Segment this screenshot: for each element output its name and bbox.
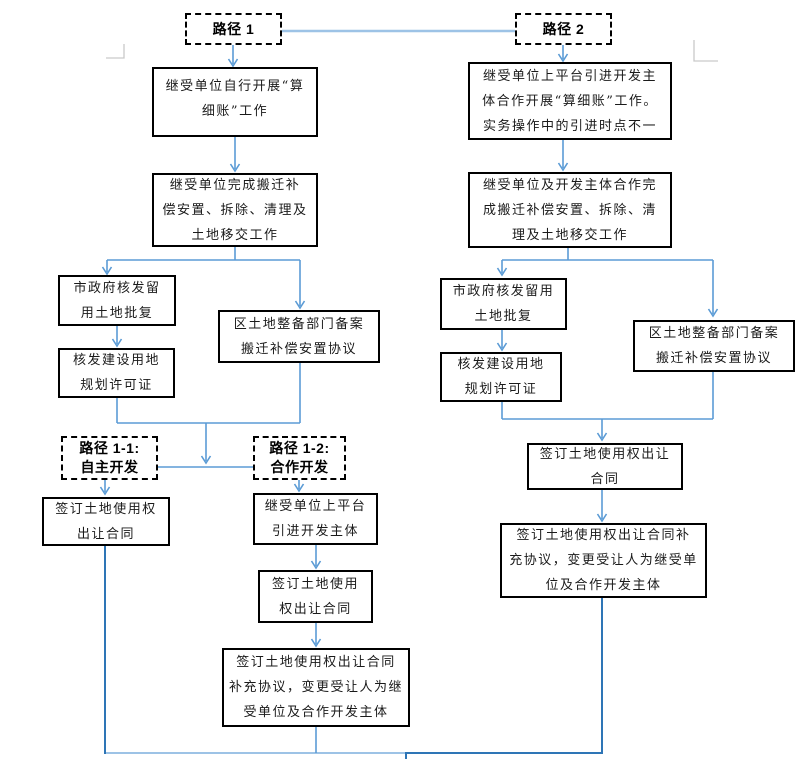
p2-land-contract-box: 签订土地使用权出让 合同 xyxy=(527,443,683,490)
path-1-2-label: 路径 1-2: 合作开发 xyxy=(253,436,346,480)
p1-planning-permit-box: 核发建设用地 规划许可证 xyxy=(58,348,175,398)
path-2-label: 路径 2 xyxy=(515,13,612,45)
p2-planning-permit-box: 核发建设用地 规划许可证 xyxy=(440,352,562,402)
p12-platform-developer-box: 继受单位上平台 引进开发主体 xyxy=(253,493,378,545)
p2-district-filing-box: 区土地整备部门备案 搬迁补偿安置协议 xyxy=(633,320,795,372)
path-1-label: 路径 1 xyxy=(185,13,282,45)
p1-district-filing-box: 区土地整备部门备案 搬迁补偿安置协议 xyxy=(218,310,380,363)
p12-supplement-agreement-box: 签订土地使用权出让合同 补充协议，变更受让人为继 受单位及合作开发主体 xyxy=(222,648,410,727)
p1-self-accounting-box: 继受单位自行开展“算 细账”工作 xyxy=(152,67,318,137)
p2-city-land-approval-box: 市政府核发留用 土地批复 xyxy=(440,278,567,330)
page-corner-marks xyxy=(106,40,718,62)
path-1-1-label: 路径 1-1: 自主开发 xyxy=(61,436,158,480)
p1-city-land-approval-box: 市政府核发留 用土地批复 xyxy=(58,275,176,326)
p12-land-contract-box: 签订土地使用 权出让合同 xyxy=(258,570,373,623)
p2-supplement-agreement-box: 签订土地使用权出让合同补 充协议，变更受让人为继受单 位及合作开发主体 xyxy=(500,523,707,598)
p11-land-contract-box: 签订土地使用权 出让合同 xyxy=(42,497,170,546)
p2-relocation-completion-box: 继受单位及开发主体合作完 成搬迁补偿安置、拆除、清 理及土地移交工作 xyxy=(468,172,672,248)
p1-relocation-completion-box: 继受单位完成搬迁补 偿安置、拆除、清理及 土地移交工作 xyxy=(152,173,318,247)
p2-platform-accounting-box: 继受单位上平台引进开发主 体合作开展“算细账”工作。 实务操作中的引进时点不一 xyxy=(468,62,672,140)
